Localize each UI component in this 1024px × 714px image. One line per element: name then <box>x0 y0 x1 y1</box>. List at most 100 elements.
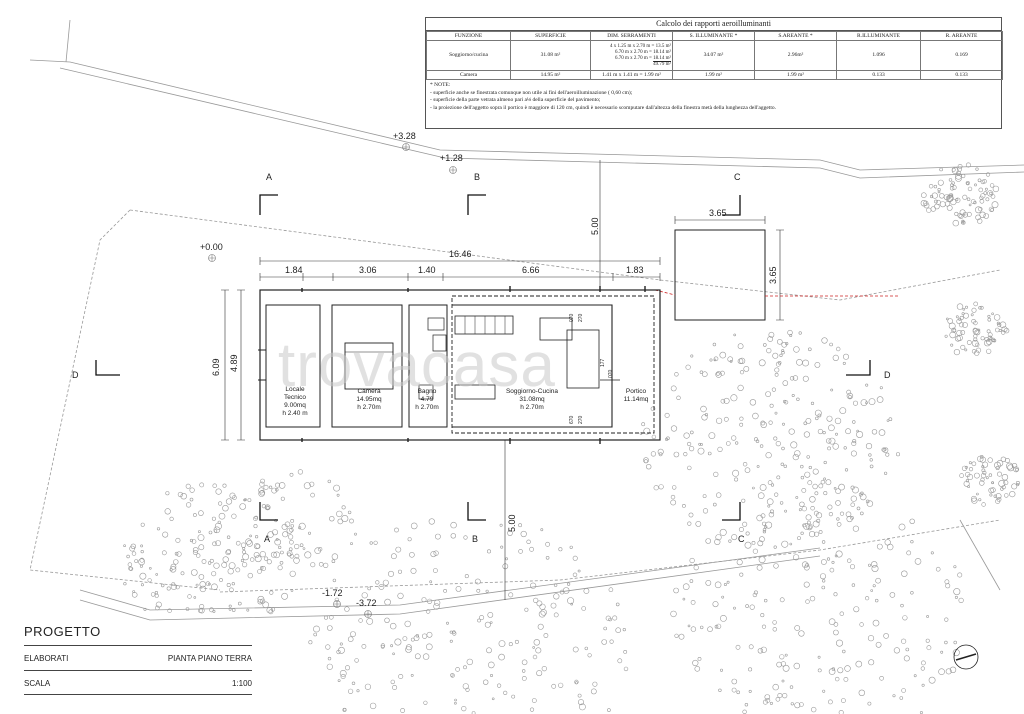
tree-leaf-mark <box>828 699 833 705</box>
tree-leaf-mark <box>781 349 785 353</box>
tree-leaf-mark <box>937 190 941 194</box>
tree-leaf-mark <box>978 498 982 502</box>
tree-leaf-mark <box>714 624 719 629</box>
tree-leaf-mark <box>1001 474 1009 481</box>
tree-leaf-mark <box>390 553 397 560</box>
tree-leaf-mark <box>807 525 812 530</box>
tree-leaf-mark <box>192 513 197 517</box>
tree-leaf-mark <box>842 649 846 654</box>
tree-leaf-mark <box>987 457 993 463</box>
tree-leaf-mark <box>682 583 690 591</box>
tree-leaf-mark <box>487 612 494 618</box>
tree-leaf-mark <box>215 540 221 546</box>
tree-leaf-mark <box>760 420 766 426</box>
tree-leaf-mark <box>226 549 232 554</box>
tree-leaf-mark <box>792 375 799 381</box>
tree-leaf-mark <box>737 358 744 365</box>
tree-leaf-mark <box>964 348 968 352</box>
tree-leaf-mark <box>815 416 819 421</box>
tree-leaf-mark <box>612 615 618 621</box>
tree-leaf-mark <box>302 547 306 550</box>
room-soggiorno-area: 31.08mq <box>519 396 545 403</box>
tree-leaf-mark <box>782 692 788 699</box>
tree-leaf-mark <box>333 484 340 492</box>
tree-leaf-mark <box>947 318 954 324</box>
tree-leaf-mark <box>199 607 205 614</box>
tree-leaf-mark <box>232 495 237 500</box>
tree-leaf-mark <box>720 615 727 622</box>
dim-north-offset: 5.00 <box>590 217 600 235</box>
tree-leaf-mark <box>745 531 750 536</box>
tree-leaf-mark <box>987 332 993 338</box>
tree-leaf-mark <box>298 522 306 530</box>
tree-leaf-mark <box>400 708 405 713</box>
tree-leaf-mark <box>574 681 578 685</box>
tree-leaf-mark <box>886 419 890 422</box>
tree-leaf-mark <box>807 480 813 486</box>
tree-leaf-mark <box>670 385 677 392</box>
tree-leaf-mark <box>332 578 337 583</box>
tree-leaf-mark <box>361 644 367 649</box>
tree-leaf-mark <box>968 467 974 472</box>
tree-leaf-mark <box>350 542 353 546</box>
tree-leaf-mark <box>993 494 997 498</box>
tree-leaf-mark <box>749 399 757 406</box>
tree-leaf-mark <box>489 673 493 677</box>
tree-leaf-mark <box>971 339 979 347</box>
room-locale-height: h 2.40 m <box>282 410 307 417</box>
tree-leaf-mark <box>198 574 205 580</box>
tree-leaf-mark <box>801 487 807 493</box>
tree-leaf-mark <box>944 640 948 645</box>
tree-leaf-mark <box>752 412 759 420</box>
tree-leaf-mark <box>951 167 959 174</box>
tree-leaf-mark <box>199 581 206 588</box>
titleblock-row-scala: SCALA 1:100 <box>24 679 252 688</box>
table-notes: * NOTE: - superficie anche se finestrata… <box>426 80 1001 114</box>
tree-leaf-mark <box>783 399 787 404</box>
tree-leaf-mark <box>714 581 722 589</box>
tree-leaf-mark <box>799 501 805 507</box>
tree-leaf-mark <box>784 653 788 657</box>
tree-leaf-mark <box>981 465 985 469</box>
tree-leaf-mark <box>850 450 857 457</box>
tree-leaf-mark <box>689 430 694 435</box>
tree-leaf-mark <box>846 515 853 523</box>
tree-leaf-mark <box>653 485 659 491</box>
tree-leaf-mark <box>825 438 832 444</box>
tree-leaf-mark <box>532 654 538 660</box>
tree-leaf-mark <box>931 192 938 199</box>
tree-leaf-mark <box>271 487 278 494</box>
tree-leaf-mark <box>823 491 828 496</box>
tree-leaf-mark <box>189 487 195 493</box>
tree-leaf-mark <box>974 183 977 187</box>
table-header: FUNZIONE <box>426 31 511 41</box>
tree-leaf-mark <box>280 496 285 501</box>
tree-leaf-mark <box>826 415 833 422</box>
tree-leaf-mark <box>975 167 979 171</box>
tree-leaf-mark <box>784 509 788 513</box>
tree-leaf-mark <box>129 545 136 552</box>
tree-leaf-mark <box>920 192 927 198</box>
calculation-table: Calcolo dei rapporti aeroilluminanti FUN… <box>425 17 1003 129</box>
dim-seg-5: 1.83 <box>626 265 644 275</box>
tree-leaf-mark <box>246 608 250 612</box>
tree-leaf-mark <box>929 194 934 199</box>
titleblock-divider <box>24 645 252 646</box>
tree-leaf-mark <box>966 181 970 185</box>
tree-leaf-mark <box>254 555 262 563</box>
tree-leaf-mark <box>508 642 513 647</box>
tree-leaf-mark <box>793 346 800 353</box>
window-label-6: 270 <box>578 415 584 424</box>
tree-leaf-mark <box>497 683 502 688</box>
tree-leaf-mark <box>170 563 177 570</box>
tree-leaf-mark <box>823 477 827 481</box>
tree-leaf-mark <box>736 690 741 695</box>
tree-leaf-mark <box>720 370 725 376</box>
tree-leaf-mark <box>258 487 265 494</box>
tree-leaf-mark <box>134 559 139 564</box>
scala-value: 1:100 <box>231 679 252 688</box>
tree-leaf-mark <box>579 703 586 711</box>
tree-leaf-mark <box>859 493 867 501</box>
tree-leaf-mark <box>341 505 346 510</box>
tree-leaf-mark <box>340 673 346 679</box>
